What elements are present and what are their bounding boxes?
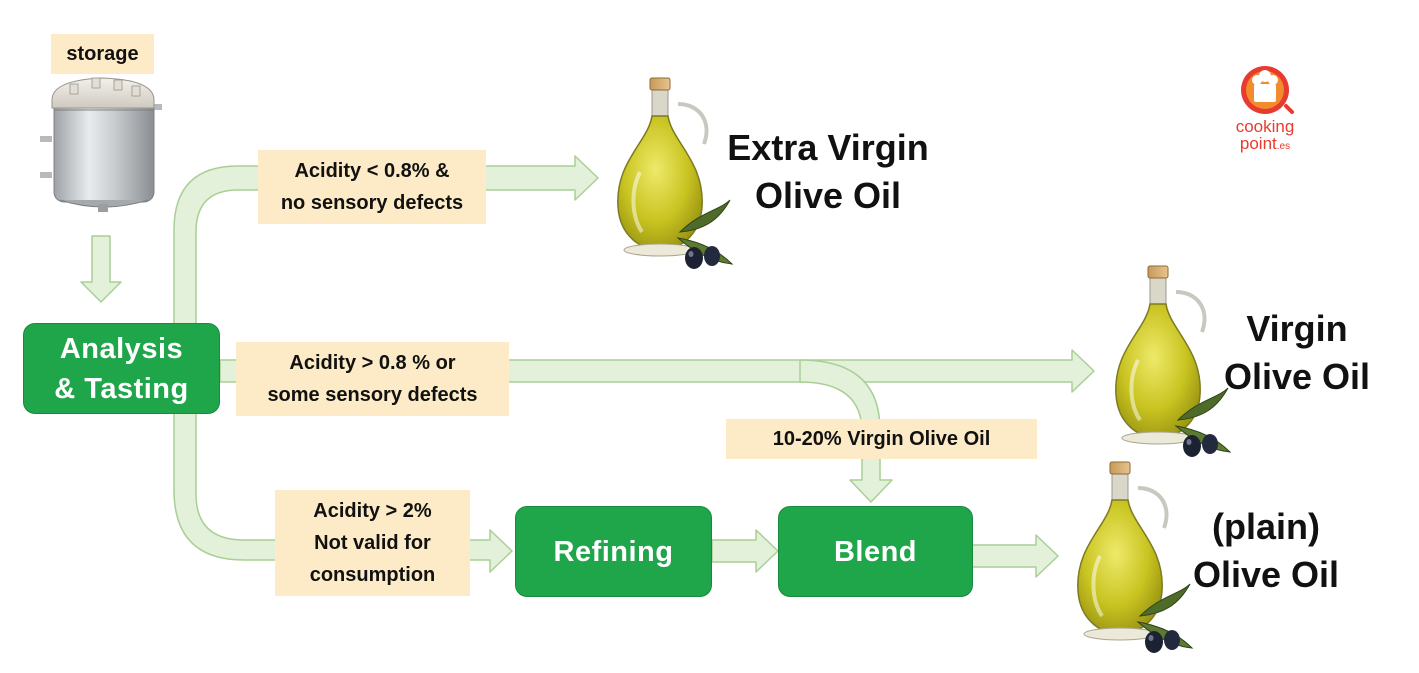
refining-node: Refining — [515, 506, 712, 597]
storage-tank-icon — [40, 77, 162, 212]
blend-node: Blend — [778, 506, 973, 597]
product-extra-virgin-title: Extra Virgin Olive Oil — [710, 124, 946, 220]
analysis-line-1: Analysis — [59, 332, 184, 365]
condition-refining-line-3: consumption — [309, 564, 436, 586]
cooking-pot-logo-icon — [1241, 66, 1294, 114]
blend-label: Blend — [833, 535, 918, 568]
analysis-tasting-node: Analysis & Tasting — [23, 323, 220, 414]
storage-label: storage — [51, 34, 154, 74]
product-plain-title: (plain) Olive Oil — [1176, 503, 1356, 599]
condition-virgin: Acidity > 0.8 % or some sensory defects — [236, 342, 509, 416]
condition-refining-line-1: Acidity > 2% — [313, 500, 432, 522]
logo-line-2: point — [1239, 134, 1277, 153]
product-virgin-line-1: Virgin — [1246, 308, 1348, 349]
condition-extra-virgin: Acidity < 0.8% & no sensory defects — [258, 150, 486, 224]
arrow-refining-to-blend — [711, 529, 779, 573]
product-virgin-line-2: Olive Oil — [1223, 356, 1371, 397]
analysis-line-2: & Tasting — [54, 372, 189, 405]
condition-virgin-line-2: some sensory defects — [267, 384, 478, 406]
bottle-plain-icon — [1075, 460, 1194, 655]
condition-refining-line-2: Not valid for — [314, 532, 431, 554]
arrow-blend-to-plain — [971, 534, 1059, 578]
condition-extra-virgin-line-2: no sensory defects — [280, 192, 464, 214]
product-extra-virgin-line-2: Olive Oil — [754, 175, 902, 216]
condition-blend-share-text: 10-20% Virgin Olive Oil — [772, 428, 991, 450]
refining-label: Refining — [553, 535, 674, 568]
condition-blend-share: 10-20% Virgin Olive Oil — [726, 419, 1037, 459]
condition-extra-virgin-line-1: Acidity < 0.8% & — [294, 160, 450, 182]
condition-virgin-line-1: Acidity > 0.8 % or — [289, 352, 456, 374]
product-plain-line-1: (plain) — [1212, 506, 1320, 547]
arrow-virgin-share-to-blend — [799, 359, 893, 503]
product-plain-line-2: Olive Oil — [1192, 554, 1340, 595]
logo-line-1: cooking — [1235, 117, 1295, 136]
product-extra-virgin-line-1: Extra Virgin — [727, 127, 929, 168]
product-virgin-title: Virgin Olive Oil — [1208, 305, 1386, 401]
condition-refining: Acidity > 2% Not valid for consumption — [275, 490, 470, 596]
cooking-point-logo: cooking point.es — [1222, 118, 1308, 155]
logo-suffix: .es — [1276, 141, 1291, 152]
arrow-storage-to-analysis — [80, 235, 122, 303]
